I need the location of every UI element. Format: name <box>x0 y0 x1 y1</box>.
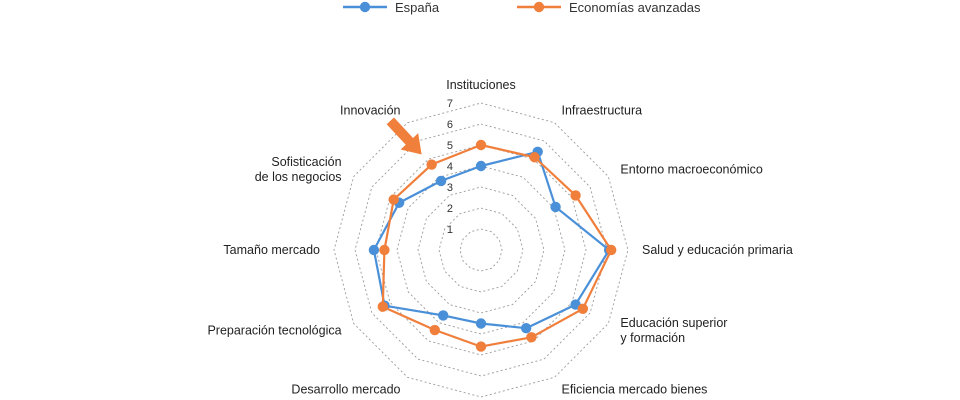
point-economias-avanzadas-tamano-mercado <box>379 244 390 256</box>
point-economias-avanzadas-instituciones <box>475 139 487 151</box>
point-espana-innovacion <box>435 175 447 187</box>
axis-label-eficiencia-mercado-bienes: Eficiencia mercado bienes <box>562 382 708 396</box>
point-espana-desarrollo-mercado-financiero <box>438 310 449 321</box>
point-economias-avanzadas-sofisticacion-de-los-negocios <box>388 194 399 205</box>
tick-label: 6 <box>447 119 453 131</box>
axis-label-instituciones: Instituciones <box>446 78 515 92</box>
legend-item-economias-avanzadas: Economías avanzadas <box>517 0 701 15</box>
grid-ring-1 <box>459 228 503 272</box>
grid-ring-3 <box>417 186 545 314</box>
tick-label: 5 <box>447 140 453 152</box>
point-economias-avanzadas-eficiencia-mercado-laboral <box>475 341 487 352</box>
tick-label: 1 <box>447 224 453 236</box>
annotation-arrow <box>386 117 422 155</box>
axis-label-innovacion: Innovación <box>340 104 401 118</box>
point-economias-avanzadas-entorno-macroeconomico <box>570 190 581 201</box>
grid-ring-2 <box>438 207 524 293</box>
tick-label: 2 <box>447 203 453 215</box>
tick-label: 3 <box>447 182 453 194</box>
point-espana-tamano-mercado <box>368 244 380 256</box>
point-economias-avanzadas-salud-y-educacion-primaria <box>606 244 617 256</box>
legend-item-espana: España <box>343 0 440 15</box>
axis-label-desarrollo-mercado-financiero: Desarrollo mercado <box>291 382 400 396</box>
axis-label-entorno-macroeconomico: Entorno macroeconómico <box>620 163 762 177</box>
point-espana-instituciones <box>475 160 487 172</box>
series-line-economias-avanzadas <box>381 143 613 348</box>
point-espana-entorno-macroeconomico <box>550 201 561 213</box>
legend-marker-espana <box>359 1 371 13</box>
point-economias-avanzadas-educacion-superior-y-formacion <box>577 303 589 314</box>
legend-label-espana: España <box>395 0 440 15</box>
legend-label-economias-avanzadas: Economías avanzadas <box>569 0 701 15</box>
point-economias-avanzadas-infraestructura <box>529 152 540 163</box>
axis-label-tamano-mercado: Tamaño mercado <box>223 243 320 257</box>
tick-label: 4 <box>447 161 453 173</box>
axis-label-preparacion-tecnologica: Preparación tecnológica <box>207 324 341 338</box>
point-economias-avanzadas-desarrollo-mercado-financiero <box>429 324 440 336</box>
axis-label-salud-y-educacion-primaria: Salud y educación primaria <box>642 243 793 257</box>
grid-ring-7 <box>333 102 629 398</box>
point-economias-avanzadas-preparacion-tecnologica <box>377 301 388 312</box>
axis-label-infraestructura: Infraestructura <box>562 104 643 118</box>
point-economias-avanzadas-eficiencia-mercado-bienes <box>526 332 537 343</box>
legend-marker-economias-avanzadas <box>533 1 545 13</box>
chart-legend: España Economías avanzadas <box>343 0 701 15</box>
point-espana-eficiencia-mercado-laboral <box>475 318 487 329</box>
point-espana-eficiencia-mercado-bienes <box>520 323 532 334</box>
data-series <box>368 139 617 352</box>
point-economias-avanzadas-innovacion <box>426 159 437 170</box>
annotation <box>386 117 422 155</box>
tick-label: 7 <box>447 98 453 110</box>
radial-tick-labels: 1 2 3 4 5 6 7 <box>447 98 453 236</box>
